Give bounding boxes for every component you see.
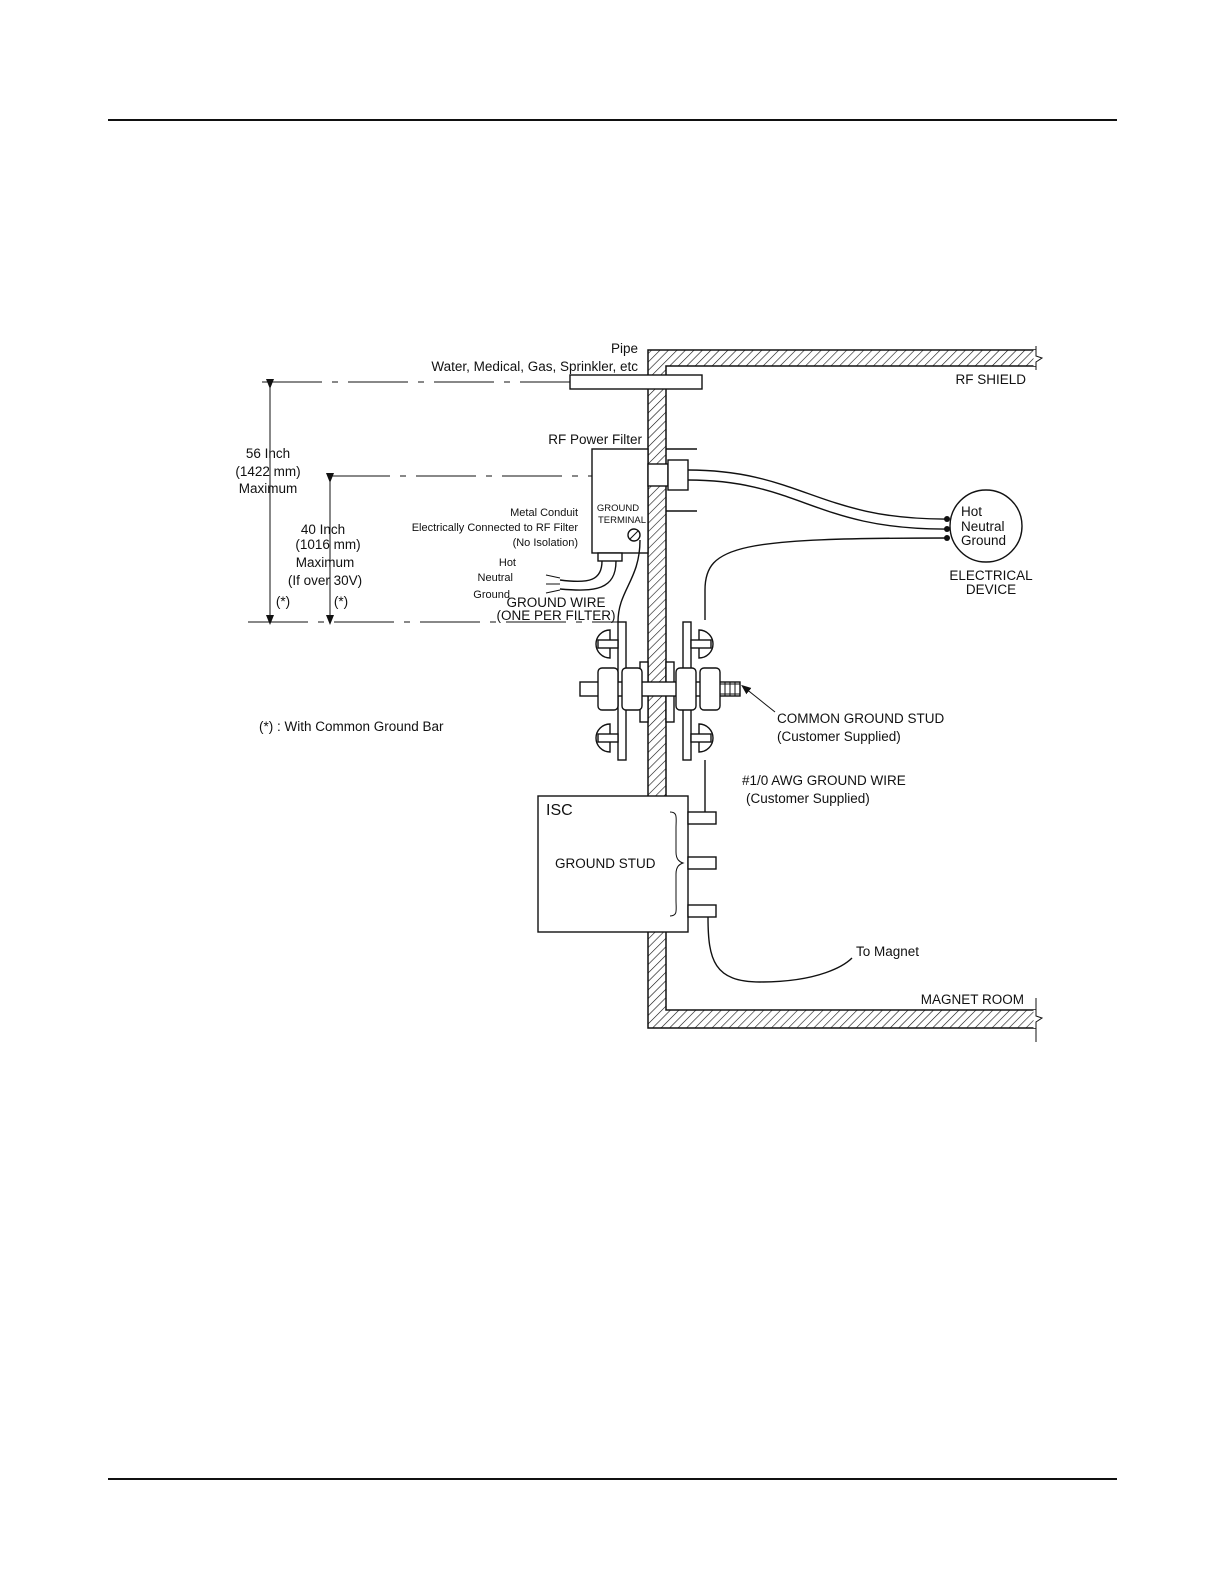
supply-hot-label: Hot [499,557,516,569]
ground-terminal-line1: GROUND [597,503,639,514]
rf-shield-label: RF SHIELD [955,372,1026,387]
footer-rule [108,1478,1117,1480]
dimension-lines [248,379,618,625]
device-hot-label: Hot [961,504,982,519]
magnet-room-label: MAGNET ROOM [921,992,1024,1007]
dim-40-line1: 40 Inch [301,522,345,537]
ground-wire-line2: (ONE PER FILTER) [496,608,615,623]
metal-conduit-line2: Electrically Connected to RF Filter [412,522,579,534]
common-ground-stud-line1: COMMON GROUND STUD [777,711,944,726]
asterisk-40: (*) [334,594,348,609]
to-magnet-label: To Magnet [856,944,919,959]
magnet-wire [707,916,853,983]
dim-40-line4: (If over 30V) [288,573,362,588]
device-cable [687,469,948,620]
electrical-device-line2: DEVICE [966,582,1016,597]
device-neutral-label: Neutral [961,519,1005,534]
dim-40-line2: (1016 mm) [295,537,360,552]
ground-stud-label: GROUND STUD [555,856,656,871]
ground-stud-1[interactable] [687,811,717,825]
ground-wire-line1: GROUND WIRE [507,595,606,610]
isc-label: ISC [546,802,573,819]
ground-stud-brace [669,811,685,917]
dim-56-line1: 56 Inch [246,446,290,461]
electrical-device[interactable] [949,489,1023,563]
ground-stud-3[interactable] [687,904,717,918]
supply-ground-label: Ground [473,589,510,601]
pipe [569,374,703,390]
pipe-types-label: Water, Medical, Gas, Sprinkler, etc [431,359,638,374]
supply-neutral-label: Neutral [478,572,513,584]
dim-56-line3: Maximum [239,481,298,496]
ground-stud-2[interactable] [687,856,717,870]
awg-wire-line1: #1/0 AWG GROUND WIRE [742,773,906,788]
rf-shield-wall [647,346,1044,1042]
metal-conduit-line3: (No Isolation) [513,537,578,549]
ground-terminal-screw [627,528,641,542]
filter-feedthrough [647,448,697,512]
rf-power-filter-label: RF Power Filter [548,432,642,447]
metal-conduit [545,539,641,623]
isc-cabinet[interactable] [537,795,689,933]
dim-56-line2: (1422 mm) [235,464,300,479]
awg-wire-line2: (Customer Supplied) [746,791,870,806]
header-rule [108,119,1117,121]
dim-40-line3: Maximum [296,555,355,570]
asterisk-56: (*) [276,594,290,609]
pipe-label: Pipe [611,341,638,356]
common-ground-stud-arrow [741,684,776,713]
common-ground-stud-line2: (Customer Supplied) [777,729,901,744]
common-ground-note: (*) : With Common Ground Bar [259,719,444,734]
metal-conduit-line1: Metal Conduit [510,507,578,519]
ground-terminal-line2: TERMINAL [598,515,646,526]
common-ground-stud[interactable] [579,621,741,761]
device-ground-label: Ground [961,533,1006,548]
electrical-device-line1: ELECTRICAL [949,568,1033,583]
